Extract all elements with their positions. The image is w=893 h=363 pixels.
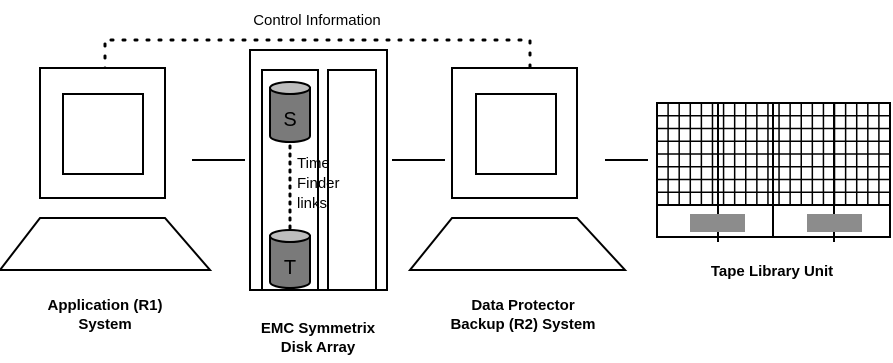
- timefinder-label-line2: Finder: [297, 175, 340, 192]
- application-keyboard: [0, 217, 213, 271]
- application-label-line2: System: [78, 316, 131, 333]
- tape-drive-slot-left: [690, 214, 745, 232]
- control-information-label: Control Information: [253, 12, 381, 29]
- tape-library-label: Tape Library Unit: [711, 263, 833, 280]
- timefinder-label-line3: links: [297, 195, 327, 212]
- backup-label-line2: Backup (R2) System: [450, 316, 595, 333]
- disk-array-label-line1: EMC Symmetrix: [261, 320, 376, 337]
- tape-library-unit: [656, 102, 891, 242]
- source-disk-letter: S: [283, 109, 296, 131]
- backup-screen: [475, 93, 557, 175]
- control-information-path: [103, 38, 532, 72]
- target-disk-icon: [269, 229, 311, 289]
- application-label-line1: Application (R1): [48, 297, 163, 314]
- disk-array-label-line2: Disk Array: [281, 339, 356, 356]
- backup-keyboard: [407, 217, 628, 271]
- target-disk-letter: T: [284, 257, 296, 279]
- backup-label-line1: Data Protector: [471, 297, 575, 314]
- timefinder-label-line1: Time: [297, 155, 330, 172]
- application-screen: [62, 93, 144, 175]
- backup-r2-computer: [407, 67, 628, 271]
- disk-array-right-bay: [327, 69, 377, 291]
- application-r1-computer: [0, 67, 213, 271]
- tape-drive-slot-right: [807, 214, 862, 232]
- source-disk-icon: [269, 81, 311, 143]
